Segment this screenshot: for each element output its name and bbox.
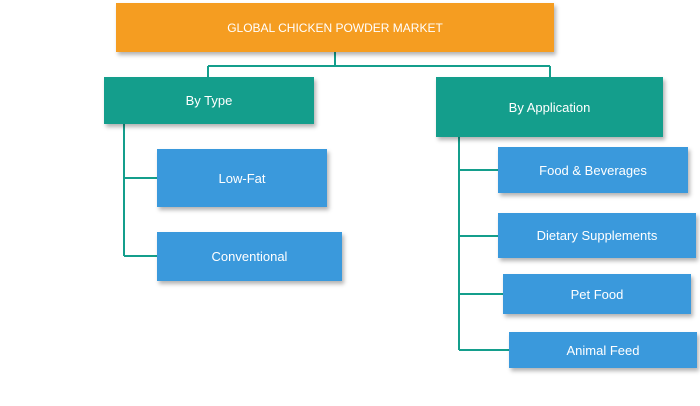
leaf-label: Conventional <box>211 249 288 264</box>
category-by-application: By Application <box>436 77 663 137</box>
leaf-animal-feed: Animal Feed <box>509 332 697 368</box>
leaf-conventional: Conventional <box>157 232 342 281</box>
leaf-food-beverages: Food & Beverages <box>498 147 688 193</box>
category-by-type: By Type <box>104 77 314 124</box>
diagram-root: GLOBAL CHICKEN POWDER MARKET <box>116 3 554 52</box>
leaf-label: Food & Beverages <box>539 162 647 178</box>
leaf-pet-food: Pet Food <box>503 274 691 314</box>
leaf-label: Pet Food <box>570 286 624 302</box>
leaf-label: Animal Feed <box>566 342 640 358</box>
leaf-low-fat: Low-Fat <box>157 149 327 207</box>
leaf-label: Dietary Supplements <box>536 228 658 243</box>
diagram-title: GLOBAL CHICKEN POWDER MARKET <box>227 20 443 35</box>
leaf-label: Low-Fat <box>218 170 266 186</box>
leaf-dietary-supplements: Dietary Supplements <box>498 213 696 258</box>
category-label: By Application <box>508 99 591 115</box>
category-label: By Type <box>185 93 233 108</box>
